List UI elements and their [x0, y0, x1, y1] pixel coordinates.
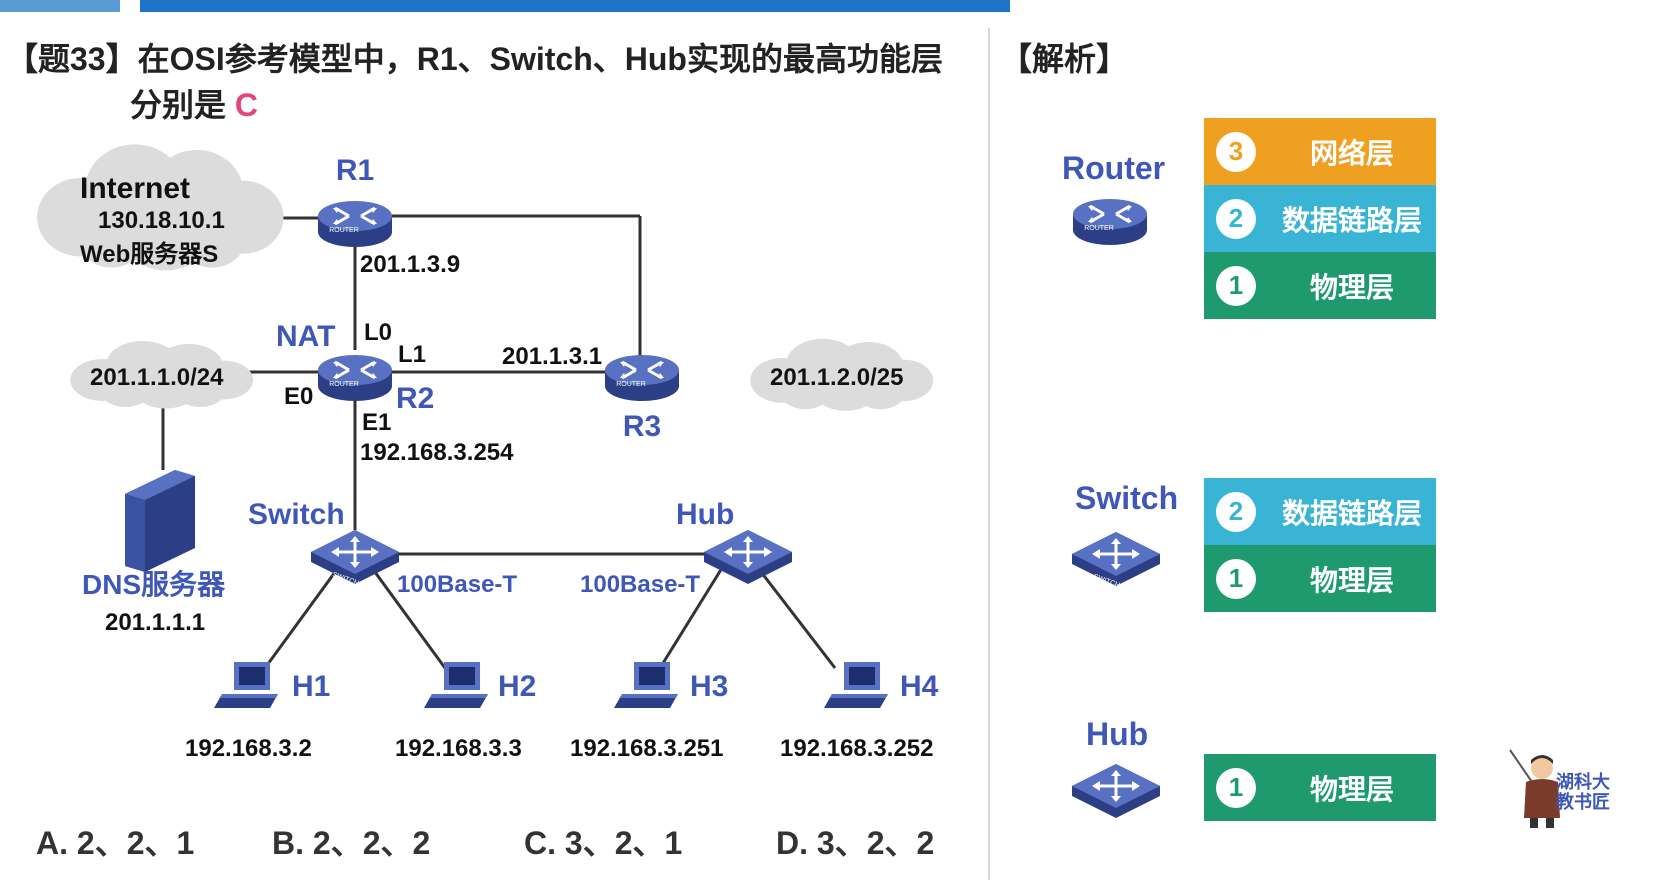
layer-number-badge: 1 — [1216, 558, 1256, 599]
r2-label: R2 — [396, 382, 434, 415]
layer-name: 物理层 — [1309, 271, 1394, 303]
r3-ip: 201.1.3.1 — [502, 343, 602, 370]
h2-label: H2 — [498, 670, 536, 703]
switch-device: SWITCH Switch 100Base-T — [248, 498, 517, 598]
h2-ip: 192.168.3.3 — [395, 735, 522, 762]
hub-layer-1: 1 物理层 — [1204, 754, 1436, 821]
analysis-title: 【解析】 — [1000, 41, 1129, 77]
r1-router-caption: ROUTER — [329, 227, 359, 234]
router-layer-3: 3 网络层 — [1204, 118, 1436, 185]
r2-nat-label: NAT — [276, 320, 335, 353]
cloud-web-server-ip: 130.18.10.1 — [98, 207, 225, 234]
switch-link-speed: 100Base-T — [397, 571, 517, 598]
layer-number-badge: 2 — [1216, 491, 1256, 532]
switch-layer-1: 1 物理层 — [1204, 545, 1436, 612]
r2-router-caption: ROUTER — [329, 381, 359, 388]
router-r1: ROUTER R1 201.1.3.9 — [316, 154, 460, 278]
question-text: 【题33】在OSI参考模型中，R1、Switch、Hub实现的最高功能层 分别是… — [6, 36, 986, 128]
question-line1: 【题33】在OSI参考模型中，R1、Switch、Hub实现的最高功能层 — [6, 41, 943, 77]
r3-label: R3 — [623, 410, 661, 443]
option-d[interactable]: D. 3、2、2 — [776, 825, 935, 861]
router-r2: ROUTER NAT L0 L1 E0 R2 E1 192.168.3.254 — [276, 319, 514, 466]
h3-label: H3 — [690, 670, 728, 703]
host-h2: H2 192.168.3.3 — [395, 662, 536, 762]
analysis-switch-icon: SWITCH — [1070, 530, 1162, 589]
layer-number-badge: 1 — [1216, 767, 1256, 808]
r2-e0-label: E0 — [284, 383, 313, 410]
mascot-caption: 湖科大 教书匠 — [1556, 772, 1610, 812]
layer-name: 数据链路层 — [1281, 204, 1422, 236]
dns-server: DNS服务器 201.1.1.1 — [82, 470, 226, 636]
mascot-line1: 湖科大 — [1556, 772, 1610, 792]
hub-link-speed: 100Base-T — [580, 571, 700, 598]
dns-server-ip: 201.1.1.1 — [105, 609, 205, 636]
cloud-internet-label: Internet — [80, 172, 190, 205]
top-accent-bar-left — [0, 0, 120, 12]
r3-router-caption: ROUTER — [616, 381, 646, 388]
option-b[interactable]: B. 2、2、2 — [272, 825, 431, 861]
switch-label: Switch — [248, 498, 345, 531]
option-c[interactable]: C. 3、2、1 — [524, 825, 683, 861]
internet-cloud: Internet 130.18.10.1 Web服务器S — [37, 144, 284, 271]
hub-device: Hub 100Base-T — [580, 498, 794, 598]
column-divider — [988, 28, 990, 880]
host-h3: H3 192.168.3.251 — [570, 662, 728, 762]
analysis-router-icon: ROUTER — [1071, 197, 1149, 247]
router-layer-stack: 3 网络层 2 数据链路层 1 物理层 — [1204, 118, 1436, 319]
switch-layer-2: 2 数据链路层 — [1204, 478, 1436, 545]
lan2-cloud: 201.1.2.0/25 — [750, 338, 934, 411]
h3-ip: 192.168.3.251 — [570, 735, 723, 762]
question-line2-prefix: 分别是 — [130, 87, 227, 123]
analysis-router-caption: ROUTER — [1084, 225, 1114, 232]
h1-ip: 192.168.3.2 — [185, 735, 312, 762]
h1-label: H1 — [292, 670, 330, 703]
lan2-cloud-label: 201.1.2.0/25 — [770, 364, 903, 391]
h4-ip: 192.168.3.252 — [780, 735, 933, 762]
r2-e1-ip: 192.168.3.254 — [360, 439, 514, 466]
answer-letter: C — [234, 87, 259, 123]
router-layer-2: 2 数据链路层 — [1204, 185, 1436, 252]
layer-name: 物理层 — [1309, 564, 1394, 596]
router-layer-1: 1 物理层 — [1204, 252, 1436, 319]
answer-options: A. 2、2、1 B. 2、2、2 C. 3、2、1 D. 3、2、2 — [0, 818, 980, 868]
r2-l0-label: L0 — [364, 319, 392, 346]
analysis-router-label: Router — [1062, 150, 1166, 186]
layer-number-badge: 2 — [1216, 198, 1256, 239]
r2-l1-label: L1 — [398, 341, 426, 368]
layer-name: 数据链路层 — [1281, 497, 1422, 529]
dns-server-name: DNS服务器 — [82, 569, 226, 600]
h4-label: H4 — [900, 670, 939, 703]
analysis-hub-label: Hub — [1086, 716, 1149, 752]
switch-layer-stack: 2 数据链路层 1 物理层 — [1204, 478, 1436, 612]
layer-number-badge: 1 — [1216, 265, 1256, 306]
layer-name: 物理层 — [1309, 773, 1394, 805]
teacher-mascot-icon — [1509, 749, 1560, 828]
r2-e1-label: E1 — [362, 409, 391, 436]
layer-number-badge: 3 — [1216, 131, 1256, 172]
analysis-hub-icon — [1070, 762, 1162, 820]
hub-layer-stack: 1 物理层 — [1204, 754, 1436, 821]
layer-name: 网络层 — [1309, 137, 1394, 169]
cloud-web-server-name: Web服务器S — [80, 240, 218, 268]
lan1-cloud-label: 201.1.1.0/24 — [90, 364, 224, 391]
analysis-switch-label: Switch — [1075, 480, 1179, 516]
question-line2: 分别是 C — [6, 82, 986, 128]
hub-label: Hub — [676, 498, 734, 531]
router-r3: ROUTER 201.1.3.1 R3 — [502, 343, 681, 443]
option-a[interactable]: A. 2、2、1 — [36, 825, 195, 861]
host-h1: H1 192.168.3.2 — [185, 662, 330, 762]
r1-ip: 201.1.3.9 — [360, 251, 460, 278]
lan1-cloud: 201.1.1.0/24 — [70, 341, 254, 409]
mascot-line2: 教书匠 — [1556, 792, 1610, 812]
network-links — [161, 214, 837, 669]
top-accent-bar — [140, 0, 1010, 12]
r1-label: R1 — [336, 154, 374, 187]
host-h4: H4 192.168.3.252 — [780, 662, 939, 762]
